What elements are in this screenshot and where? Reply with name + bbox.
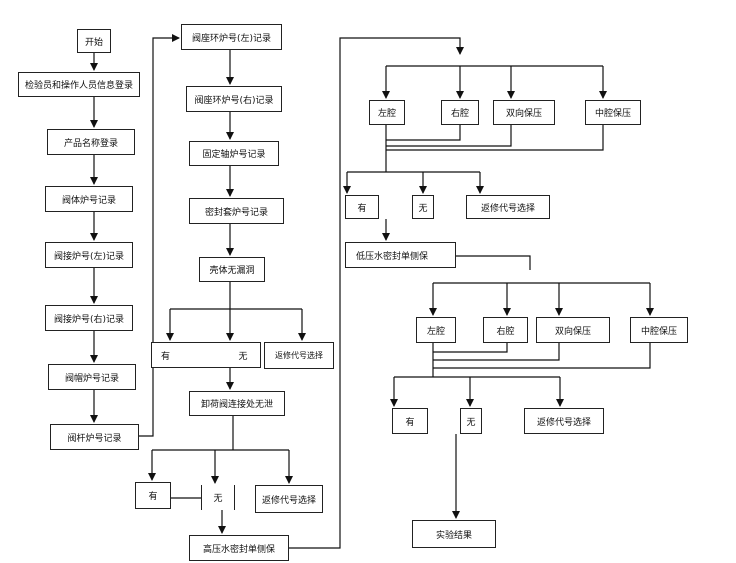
lp-water-seal-node: 低压水密封单侧保 [345, 242, 456, 268]
rework-code-node-2: 返修代号选择 [255, 485, 323, 513]
rework-code-node-3: 返修代号选择 [466, 195, 550, 219]
left-cavity-node-2: 左腔 [416, 317, 456, 343]
yes-no-group-1 [151, 342, 261, 368]
seat-ring-right-node: 阀座环炉号(右)记录 [186, 86, 282, 112]
no-node-2: 无 [201, 485, 235, 510]
body-furnace-node: 阀体炉号记录 [45, 186, 133, 212]
start-node: 开始 [77, 29, 111, 53]
inspector-login-node: 检验员和操作人员信息登录 [18, 72, 140, 97]
mid-cavity-hold-node-1: 中腔保压 [585, 100, 641, 125]
unload-valve-node: 卸荷阀连接处无泄 [189, 391, 285, 416]
right-cavity-node-1: 右腔 [441, 100, 479, 125]
seal-sleeve-node: 密封套炉号记录 [189, 198, 284, 224]
yes-label-1: 有 [161, 351, 171, 362]
test-result-node: 实验结果 [412, 520, 496, 548]
left-cavity-node-1: 左腔 [369, 100, 405, 125]
fixed-shaft-node: 固定轴炉号记录 [189, 141, 279, 166]
yes-node-3: 有 [345, 195, 379, 219]
yes-node-4: 有 [392, 408, 428, 434]
stem-furnace-node: 阀杆炉号记录 [50, 424, 139, 450]
no-label-1: 无 [238, 351, 248, 362]
no-node-3: 无 [412, 195, 434, 219]
conn-left-node: 阀接炉号(左)记录 [45, 242, 133, 268]
cap-furnace-node: 阀帽炉号记录 [48, 364, 136, 390]
shell-no-leak-node: 壳体无漏洞 [199, 257, 265, 282]
right-cavity-node-2: 右腔 [483, 317, 528, 343]
seat-ring-left-node: 阀座环炉号(左)记录 [181, 24, 282, 50]
hp-water-seal-node: 高压水密封单侧保 [189, 535, 289, 561]
conn-right-node: 阀接炉号(右)记录 [45, 305, 133, 331]
no-node-4: 无 [460, 408, 482, 434]
product-name-node: 产品名称登录 [47, 129, 135, 155]
bidirectional-hold-node-1: 双向保压 [493, 100, 555, 125]
yes-node-2: 有 [135, 482, 171, 509]
mid-cavity-hold-node-2: 中腔保压 [630, 317, 688, 343]
bidirectional-hold-node-2: 双向保压 [536, 317, 610, 343]
rework-code-node-4: 返修代号选择 [524, 408, 604, 434]
rework-code-node-1: 返修代号选择 [264, 342, 334, 369]
